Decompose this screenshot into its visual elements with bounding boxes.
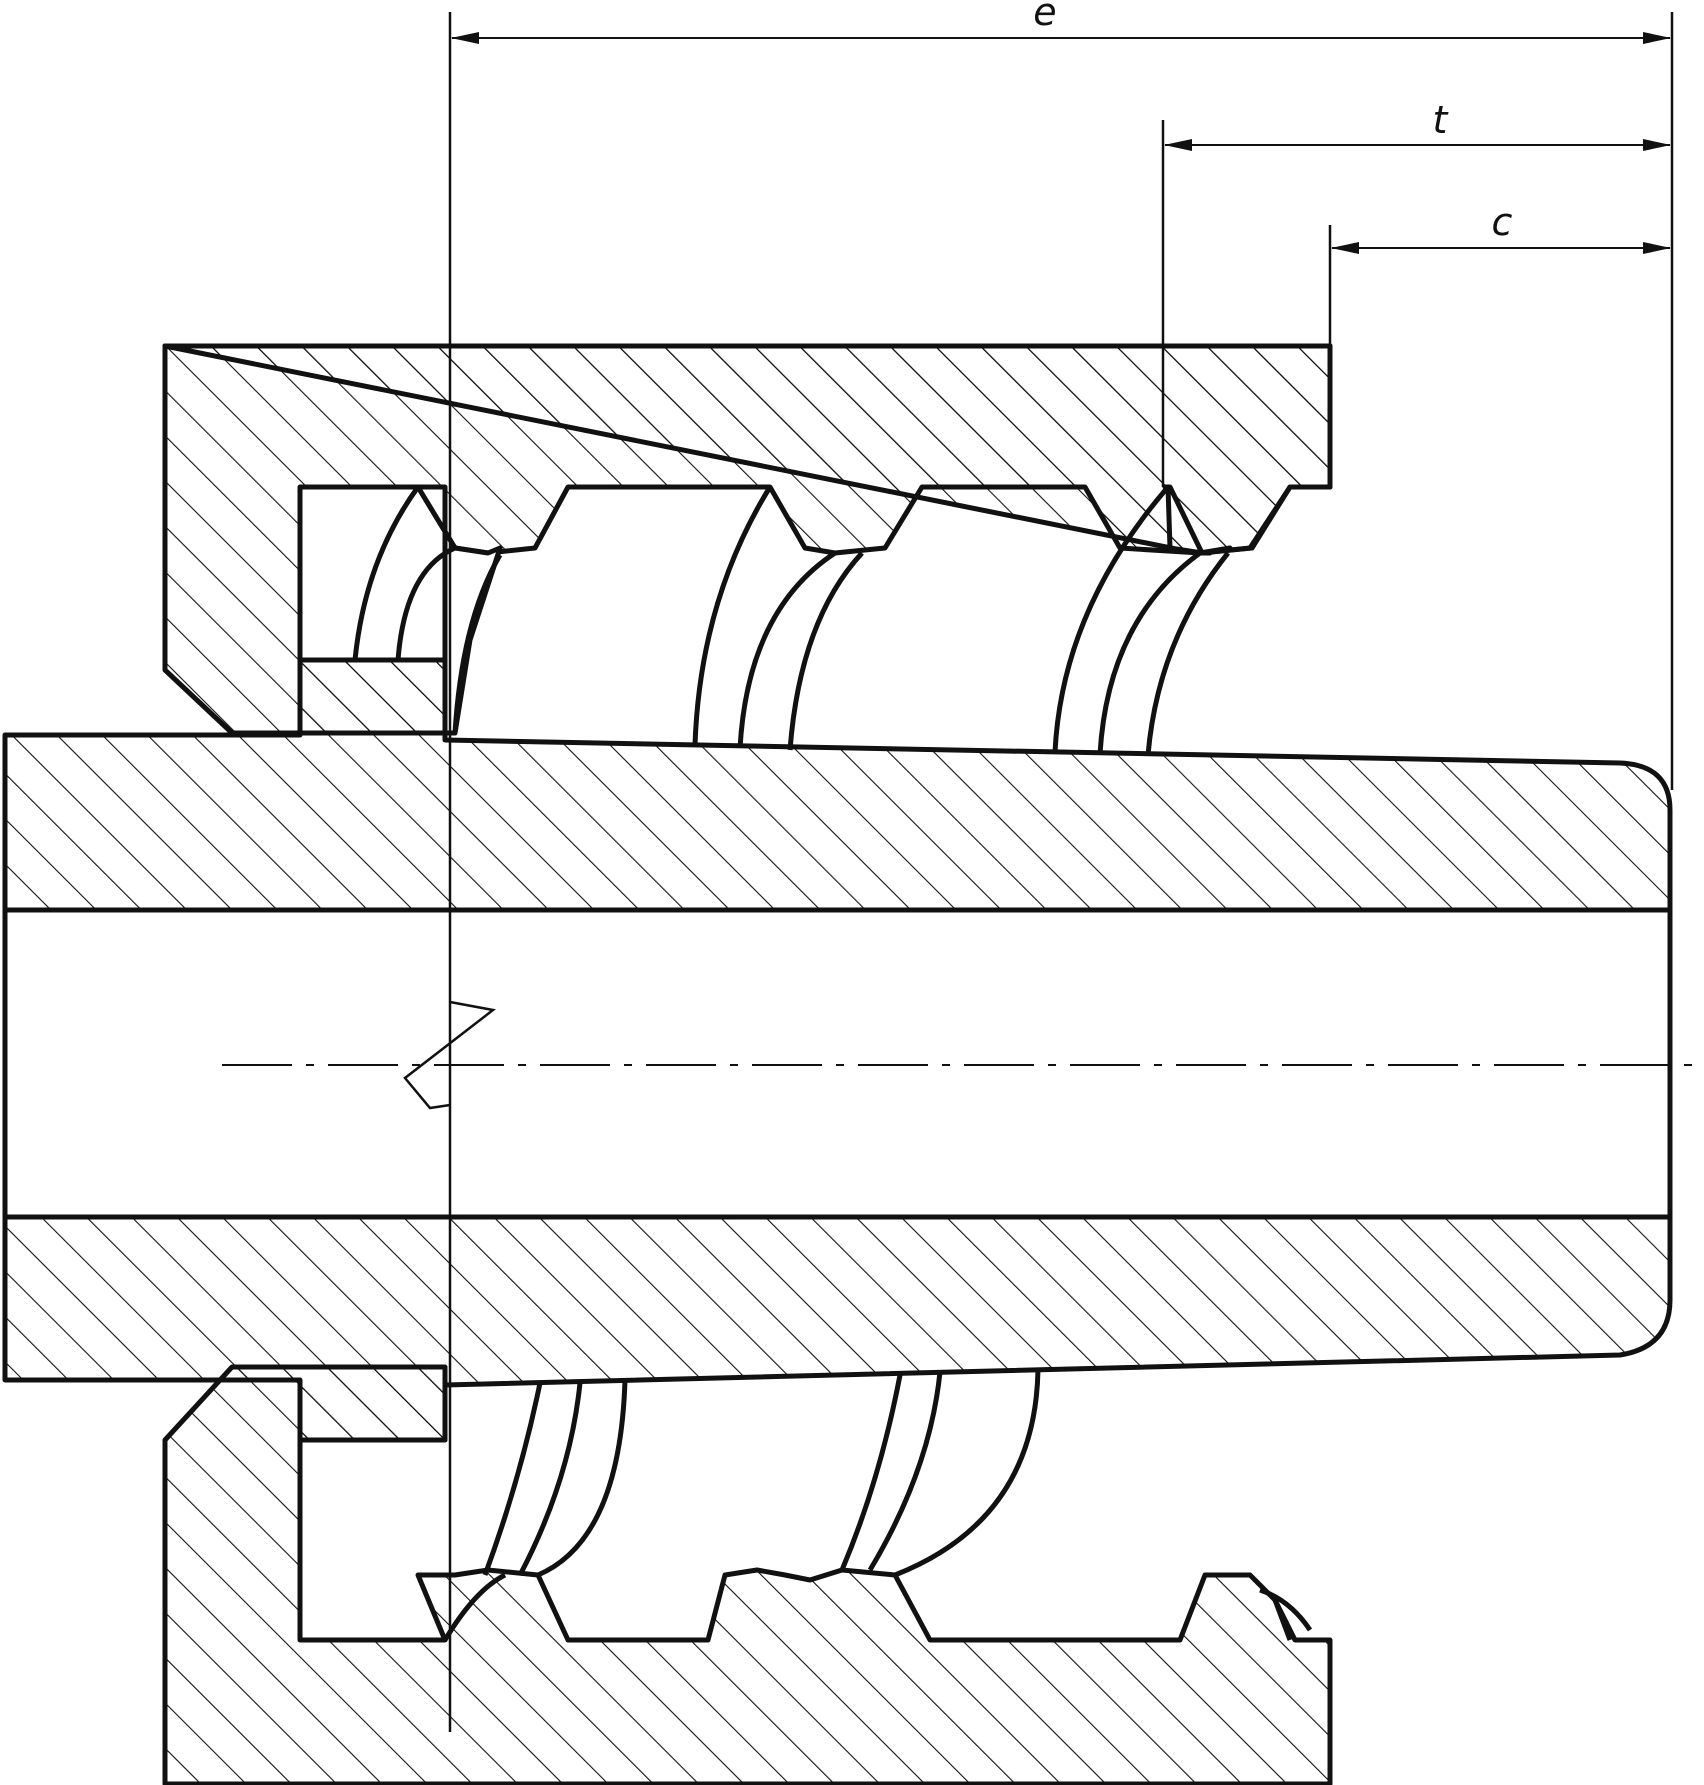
pin-section xyxy=(2,657,1673,1443)
dimension-label-c: c xyxy=(1492,200,1513,244)
lower-thread-helix-lines xyxy=(442,1369,1313,1642)
break-line xyxy=(403,1000,496,1110)
dimension-c: c xyxy=(1331,200,1671,254)
pin-bore xyxy=(2,907,1673,1220)
pin-lower-wall xyxy=(2,1214,1673,1443)
dimension-label-e: e xyxy=(1033,0,1056,34)
dimension-t: t xyxy=(1164,98,1671,151)
upper-thread-helix-lines xyxy=(300,484,1230,756)
dimension-label-t: t xyxy=(1433,98,1450,142)
dimension-e: e xyxy=(451,0,1671,44)
